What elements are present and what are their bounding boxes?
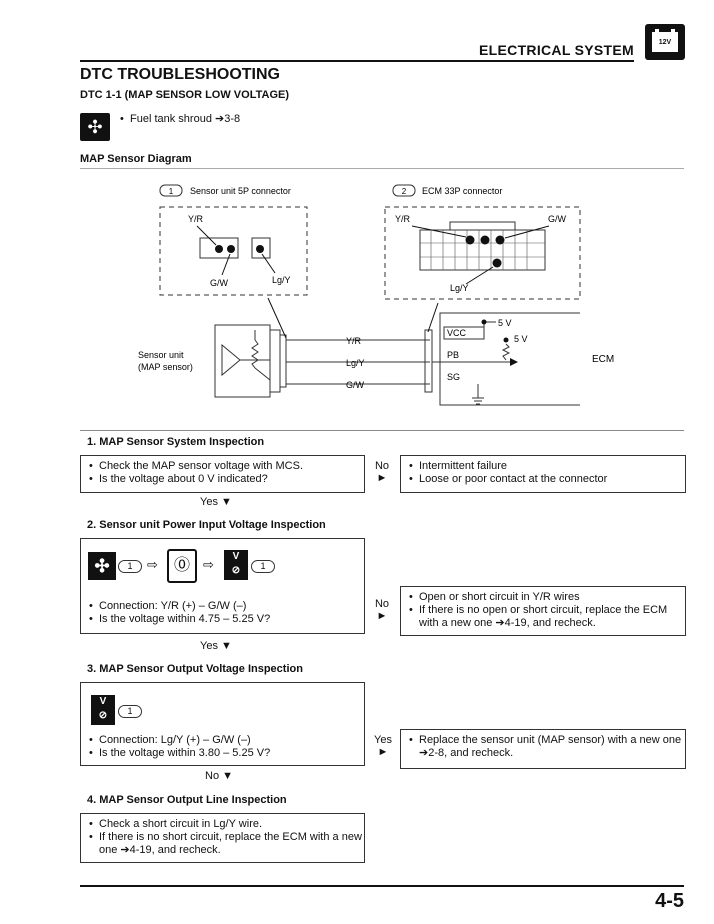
wire-gw-label: G/W [346, 380, 365, 390]
wire-lgy-label: Lg/Y [346, 358, 365, 368]
tool-icon-2: ✣ [88, 552, 116, 580]
step1-branch-box: Intermittent failure Loose or poor conta… [400, 455, 686, 493]
conn2-lgy: Lg/Y [450, 283, 469, 293]
step2-bullet-1: Connection: Y/R (+) – G/W (–) [87, 600, 270, 613]
footer-rule [80, 885, 684, 887]
conn1-lgy: Lg/Y [272, 275, 291, 285]
step2-title: 2. Sensor unit Power Input Voltage Inspe… [87, 519, 326, 531]
step4-bullet-2: If there is no short circuit, replace th… [87, 831, 364, 857]
page-number: 4-5 [655, 890, 684, 912]
sensor-label-1: Sensor unit [138, 350, 184, 360]
step4-title: 4. MAP Sensor Output Line Inspection [87, 794, 287, 806]
removal-note: Fuel tank shroud ➔3-8 [118, 113, 714, 126]
step4-box: Check a short circuit in Lg/Y wire. If t… [80, 813, 365, 863]
ecm-label: ECM [592, 354, 614, 365]
sensor-box [214, 324, 271, 398]
step2-box: ✣ 1 ⇨ ⓪ ⇨ V⊘ 1 Connection: Y/R (+) – G/W… [80, 538, 365, 634]
step1-bullet-2: Is the voltage about 0 V indicated? [87, 473, 364, 486]
step1-bullet-1: Check the MAP sensor voltage with MCS. [87, 460, 364, 473]
step2-branch-bullet-2: If there is no open or short circuit, re… [407, 604, 685, 630]
step2-bullet-2: Is the voltage within 4.75 – 5.25 V? [87, 613, 270, 626]
conn2-num: 2 [402, 187, 407, 196]
arrow-icon-2: ⇨ [203, 557, 214, 572]
step3-title: 3. MAP Sensor Output Voltage Inspection [87, 663, 303, 675]
step3-num-pill: 1 [118, 705, 142, 718]
arrow-icon: ⇨ [147, 557, 158, 572]
conn1-num: 1 [169, 187, 174, 196]
conn1-label: Sensor unit 5P connector [190, 186, 291, 196]
step2-branch: No► [368, 598, 396, 622]
pb-5v: 5 V [514, 334, 528, 344]
vcc-5v: 5 V [498, 318, 512, 328]
step2-num-pill-2: 1 [251, 560, 275, 573]
page-title: DTC TROUBLESHOOTING [80, 66, 280, 83]
conn2-num-pill [392, 184, 416, 197]
ecm-sg: SG [447, 372, 460, 382]
step2-branch-bullet-1: Open or short circuit in Y/R wires [407, 591, 685, 604]
tool-icon: ✣ [80, 113, 110, 141]
section-title: ELECTRICAL SYSTEM [479, 42, 634, 58]
conn1-gw: G/W [210, 278, 229, 288]
map-sensor-diagram: 1 Sensor unit 5P connector 2 ECM 33P con… [138, 184, 614, 406]
step3-bullet-2: Is the voltage within 3.80 – 5.25 V? [87, 747, 270, 760]
pin-gw [227, 245, 235, 253]
step1-branch: No► [368, 460, 396, 484]
ecm-box [439, 312, 580, 406]
step4-bullet-1: Check a short circuit in Lg/Y wire. [87, 818, 364, 831]
step1-title: 1. MAP Sensor System Inspection [87, 436, 265, 448]
step3-branch-box: Replace the sensor unit (MAP sensor) wit… [400, 729, 686, 769]
step3-bullet-1: Connection: Lg/Y (+) – G/W (–) [87, 734, 270, 747]
voltmeter-icon: V⊘ [224, 550, 248, 580]
pin-yr [215, 245, 223, 253]
diagram-title: MAP Sensor Diagram [80, 153, 192, 165]
step2-num-pill: 1 [118, 560, 142, 573]
step1-next: Yes ▼ [200, 496, 232, 508]
step3-box: V⊘ 1 Connection: Lg/Y (+) – G/W (–) Is t… [80, 682, 365, 766]
pin-lgy [256, 245, 264, 253]
ignition-switch-icon: ⓪ [167, 549, 197, 583]
step3-branch-label: Yes [374, 734, 392, 746]
conn2-gw: G/W [548, 214, 567, 224]
conn1-yr: Y/R [188, 214, 204, 224]
conn1-box [159, 206, 308, 296]
section-rule [80, 430, 684, 431]
battery-label: 12V [658, 39, 672, 46]
step2-branch-label: No [374, 598, 390, 610]
step3-branch: Yes► [368, 734, 398, 758]
step3-branch-bullet-1: Replace the sensor unit (MAP sensor) wit… [407, 734, 685, 760]
step1-branch-bullet-1: Intermittent failure [407, 460, 685, 473]
step1-box: Check the MAP sensor voltage with MCS. I… [80, 455, 365, 493]
wire-yr-label: Y/R [346, 336, 362, 346]
ecm-vcc: VCC [447, 328, 467, 338]
ecm-pb: PB [447, 350, 459, 360]
step1-branch-bullet-2: Loose or poor contact at the connector [407, 473, 685, 486]
dtc-title: DTC 1-1 (MAP SENSOR LOW VOLTAGE) [80, 89, 290, 101]
diagram-rule [80, 168, 684, 169]
conn2-yr: Y/R [395, 214, 411, 224]
voltmeter-icon-2: V⊘ [91, 695, 115, 725]
conn2-label: ECM 33P connector [422, 186, 502, 196]
step2-branch-box: Open or short circuit in Y/R wires If th… [400, 586, 686, 636]
step3-next: No ▼ [205, 770, 234, 782]
step1-branch-label: No [374, 460, 390, 472]
sensor-label-2: (MAP sensor) [138, 362, 193, 372]
step2-next: Yes ▼ [200, 640, 232, 652]
header-rule [80, 60, 634, 62]
battery-icon: 12V [645, 24, 685, 60]
conn1-num-pill [159, 184, 183, 197]
